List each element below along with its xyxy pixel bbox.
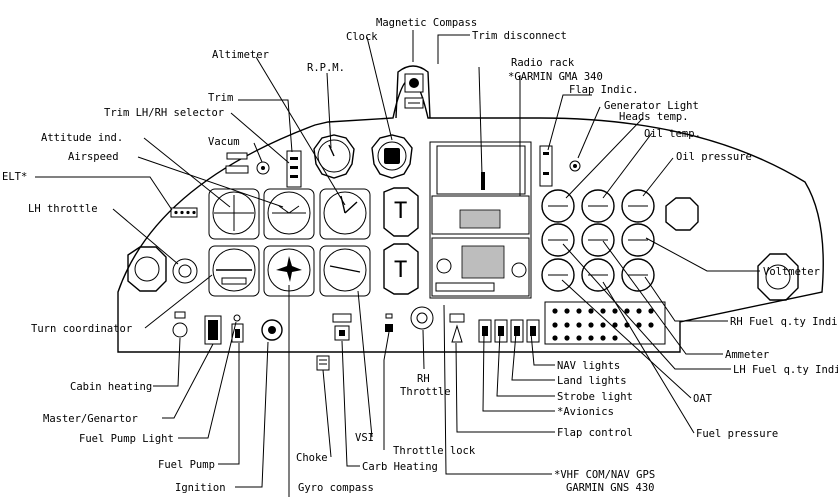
cabin-heating-knob: [172, 311, 188, 338]
label-vacum: Vacum: [208, 136, 240, 148]
heads-temp-gauge: [541, 189, 575, 223]
label-heads-temp: Heads temp.: [619, 111, 689, 123]
label-flap-control: Flap control: [557, 427, 633, 439]
labels: Magnetic Compass Trim disconnect Clock R…: [2, 17, 838, 494]
label-oil-pressure: Oil pressure: [676, 151, 752, 163]
label-master-generator: Master/Genartor: [43, 413, 138, 425]
label-attitude-ind: Attitude ind.: [41, 132, 123, 144]
switch-row: [478, 319, 540, 343]
label-trim: Trim: [208, 92, 233, 104]
lh-fuel-qty-gauge: [541, 223, 575, 257]
oat-gauge: [541, 258, 575, 292]
magnetic-compass: [395, 65, 431, 119]
carb-heating-knob: [332, 313, 352, 341]
label-turn-coordinator: Turn coordinator: [31, 323, 132, 335]
oil-temp-gauge: [581, 189, 615, 223]
svg-text:T: T: [394, 199, 407, 224]
label-gyro-compass: Gyro compass: [298, 482, 374, 494]
label-voltmeter: Voltmeter: [763, 266, 820, 278]
label-rpm: R.P.M.: [307, 62, 345, 74]
trim-indicator: [286, 150, 302, 188]
label-fuel-pump: Fuel Pump: [158, 459, 215, 471]
generator-light: [569, 160, 581, 172]
fuel-pressure-gauge: [581, 258, 615, 292]
oil-pressure-gauge: [621, 189, 655, 223]
label-trim-disconnect: Trim disconnect: [472, 30, 567, 42]
choke-knob: [316, 355, 330, 371]
attitude-indicator: [208, 188, 260, 240]
lh-throttle-knob: [172, 258, 198, 284]
fuel-pump-switch: [231, 314, 244, 343]
label-garmin-gma: *GARMIN GMA 340: [508, 71, 603, 83]
elt-switch: [170, 207, 198, 218]
leader-lines: [35, 30, 760, 497]
label-trim-selector: Trim LH/RH selector: [104, 107, 224, 119]
turn-coordinator: [208, 245, 260, 297]
label-land-lights: Land lights: [557, 375, 627, 387]
label-altimeter: Altimeter: [212, 49, 269, 61]
label-flap-indic: Flap Indic.: [569, 84, 639, 96]
label-elt: ELT*: [2, 171, 27, 183]
ammeter-gauge: [581, 223, 615, 257]
gyro-compass: [263, 245, 315, 297]
blank-octagon-bottom: T: [383, 243, 419, 295]
vsi: [319, 245, 371, 297]
label-clock: Clock: [346, 31, 378, 43]
label-carb-heating: Carb Heating: [362, 461, 438, 473]
blank-octagon-top: T: [383, 187, 419, 237]
label-strobe-light: Strobe light: [557, 391, 633, 403]
label-oat: OAT: [693, 393, 713, 405]
altimeter: [319, 188, 371, 240]
label-airspeed: Airspeed: [68, 151, 119, 163]
label-rh-fuel-qty: RH Fuel q.ty Indic.: [730, 316, 838, 328]
label-vhf-com-nav: *VHF COM/NAV GPS: [554, 469, 655, 481]
label-magnetic-compass: Magnetic Compass: [376, 17, 477, 29]
label-ignition: Ignition: [175, 482, 226, 494]
label-choke: Choke: [296, 452, 328, 464]
airspeed-indicator: [263, 188, 315, 240]
rpm-gauge: [313, 134, 355, 179]
radio-rack: [429, 141, 532, 299]
label-ammeter: Ammeter: [725, 349, 769, 361]
svg-text:T: T: [394, 258, 407, 283]
rh-fuel-qty-gauge: [621, 258, 655, 292]
rh-throttle-knob: [410, 306, 434, 330]
label-nav-lights: NAV lights: [557, 360, 620, 372]
label-rh-throttle-line1: RH: [417, 373, 430, 385]
label-cabin-heating: Cabin heating: [70, 381, 152, 393]
flap-indicator: [539, 145, 553, 187]
label-radio-rack: Radio rack: [511, 57, 575, 69]
rh-throttle-octagon: [757, 253, 799, 301]
circuit-breaker-panel: [544, 301, 666, 345]
lh-throttle-octagon: [127, 246, 167, 292]
label-garmin-gns: GARMIN GNS 430: [566, 482, 655, 494]
label-lh-throttle: LH throttle: [28, 203, 98, 215]
clock: [371, 134, 413, 179]
label-avionics: *Avionics: [557, 406, 614, 418]
label-lh-fuel-qty: LH Fuel q.ty Indic.: [733, 364, 838, 376]
label-oil-temp: Oil temp.: [644, 128, 701, 140]
engine-gauges: [541, 189, 655, 292]
label-generator-light: Generator Light: [604, 100, 699, 112]
label-rh-throttle-line2: Throttle: [400, 386, 451, 398]
ignition-switch: [261, 319, 283, 341]
label-vsi: VSI: [355, 432, 374, 444]
voltmeter-gauge: [621, 223, 655, 257]
label-fuel-pressure: Fuel pressure: [696, 428, 778, 440]
vacuum-gauge: [225, 152, 270, 175]
label-fuel-pump-light: Fuel Pump Light: [79, 433, 174, 445]
master-generator-switch: [204, 315, 222, 345]
panel-outline: [117, 78, 824, 353]
right-octagon: [665, 197, 699, 231]
label-throttle-lock: Throttle lock: [393, 445, 476, 457]
throttle-lock-knob: [385, 313, 393, 332]
flap-control-switch: [449, 313, 465, 343]
